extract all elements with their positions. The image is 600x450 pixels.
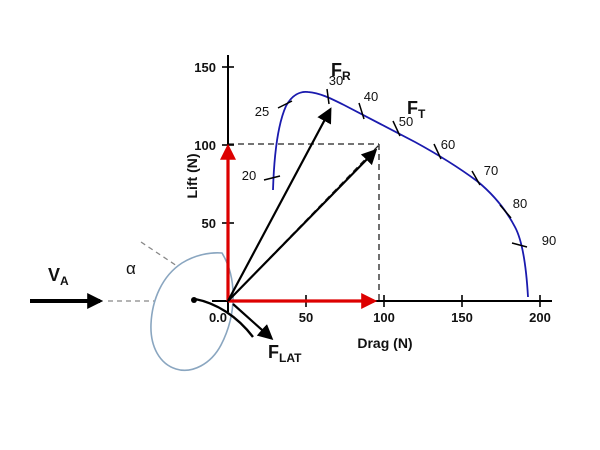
flat-label: FLAT — [268, 342, 302, 365]
y-axis-label: Lift (N) — [184, 153, 200, 198]
aoa-tick-70 — [471, 170, 481, 186]
y-tick-label-100: 100 — [194, 138, 216, 153]
y-tick-label-150: 150 — [194, 60, 216, 75]
aoa-label-25: 25 — [255, 104, 269, 119]
aoa-label-60: 60 — [441, 137, 455, 152]
aoa-tick-40 — [358, 102, 365, 120]
aoa-tick-20 — [263, 175, 281, 181]
sail-curve — [194, 297, 254, 338]
fr-label: FR — [331, 60, 351, 83]
construction-lines — [227, 143, 380, 302]
flat-lateral-arrow — [232, 303, 274, 341]
polar-curve-group: 20 25 30 40 50 60 70 80 90 — [242, 73, 556, 298]
x-tick-label-100: 100 — [373, 310, 395, 325]
aoa-label-40: 40 — [364, 89, 378, 104]
x-tick-label-150: 150 — [451, 310, 473, 325]
x-tick-label-50: 50 — [299, 310, 313, 325]
x-tick-label-0: 0.0 — [209, 310, 227, 325]
fr-resultant-arrow — [227, 107, 332, 302]
ft-total-arrow — [227, 148, 378, 302]
aoa-label-80: 80 — [513, 196, 527, 211]
boat-group: VA α — [30, 241, 254, 371]
aoa-tick-60 — [433, 143, 442, 160]
boat-hull-outline — [150, 252, 234, 371]
ft-label: FT — [407, 98, 426, 121]
alpha-label: α — [126, 259, 136, 278]
aoa-label-20: 20 — [242, 168, 256, 183]
aoa-label-50: 50 — [399, 114, 413, 129]
aoa-tick-80 — [499, 204, 512, 219]
dashed-diagonal-line — [227, 144, 380, 302]
aoa-label-30: 30 — [329, 73, 343, 88]
aoa-tick-50 — [392, 120, 401, 137]
x-axis-label: Drag (N) — [357, 335, 412, 351]
y-tick-label-50: 50 — [202, 216, 216, 231]
lift-drag-polar-curve — [272, 90, 529, 298]
component-arrows — [220, 143, 378, 309]
aoa-label-70: 70 — [484, 163, 498, 178]
va-label: VA — [48, 265, 69, 288]
x-tick-label-200: 200 — [529, 310, 551, 325]
aoa-tick-25 — [277, 100, 293, 109]
aoa-label-90: 90 — [542, 233, 556, 248]
aoa-tick-30 — [326, 88, 330, 105]
aoa-tick-90 — [511, 242, 528, 248]
aoa-tick-marks — [263, 88, 528, 248]
force-vectors: FR FT FLAT — [227, 60, 426, 365]
